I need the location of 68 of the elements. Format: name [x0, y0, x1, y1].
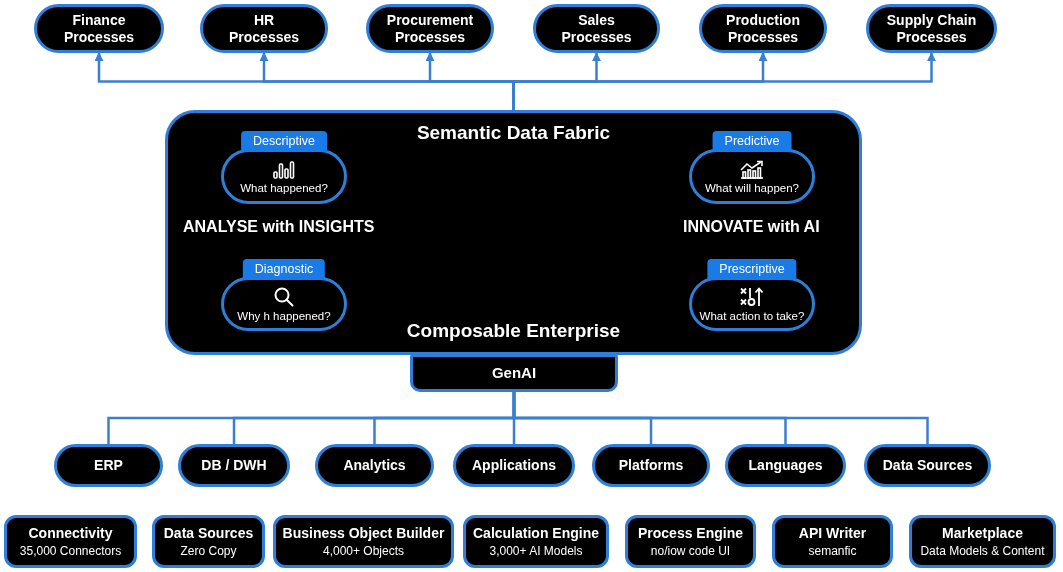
capability-card	[463, 515, 609, 568]
capability-subtitle: 3,000+ AI Models	[489, 543, 583, 559]
process-pill	[366, 4, 494, 53]
capability-card	[4, 515, 137, 568]
process-label: Supply Chain Processes	[885, 11, 978, 46]
card-question: What happened?	[240, 180, 328, 195]
fabric-panel	[165, 110, 862, 355]
process-label: Procurement Processes	[385, 11, 475, 46]
fabric-subtitle: Composable Enterprise	[406, 319, 621, 343]
process-pill	[34, 4, 164, 53]
category-pill	[864, 444, 991, 487]
card-question: What will happen?	[705, 181, 799, 195]
category-label: DB / DWH	[201, 457, 267, 474]
process-pill	[866, 4, 997, 53]
capability-subtitle: no/iow code UI	[650, 543, 731, 559]
section-heading: INNOVATE with AI	[683, 217, 820, 237]
category-tag: Descriptive	[241, 131, 327, 152]
capability-card	[625, 515, 756, 568]
category-pill	[592, 444, 710, 487]
process-pill	[699, 4, 827, 53]
service-panel	[410, 354, 618, 392]
section-heading: ANALYSE with INSIGHTS	[183, 217, 375, 237]
category-label: Analytics	[343, 457, 406, 474]
capability-subtitle: Data Models & Content	[920, 543, 1045, 559]
process-label: HR Processes	[227, 11, 301, 46]
capability-title: Business Object Builder	[282, 524, 445, 542]
process-pill	[200, 4, 328, 53]
category-pill	[725, 444, 846, 487]
category-label: Platforms	[618, 457, 684, 474]
capability-card	[152, 515, 265, 568]
capability-card	[772, 515, 893, 568]
capability-subtitle: Zero Copy	[180, 543, 237, 559]
capability-title: Data Sources	[163, 524, 254, 542]
category-pill	[54, 444, 163, 487]
capability-card	[909, 515, 1056, 568]
category-tag: Predictive	[712, 131, 792, 152]
service-label: GenAI	[491, 364, 537, 382]
category-tag: Diagnostic	[242, 259, 326, 280]
analytics-card	[689, 259, 815, 331]
category-pill	[453, 444, 575, 487]
process-label: Sales Processes	[560, 11, 633, 46]
card-question: What action to take?	[699, 309, 805, 323]
connector-line	[512, 392, 929, 444]
capability-subtitle: semanfic	[808, 543, 857, 559]
capability-title: Calculation Engine	[473, 524, 599, 542]
analytics-card	[689, 131, 815, 204]
category-label: Languages	[748, 457, 823, 474]
process-label: Production Processes	[725, 11, 801, 46]
category-pill	[315, 444, 434, 487]
fabric-title: Semantic Data Fabric	[416, 121, 611, 145]
connector-arrow	[512, 52, 936, 110]
capability-title: API Writer	[798, 524, 867, 542]
analytics-card	[221, 131, 347, 204]
category-label: Data Sources	[882, 457, 973, 474]
analytics-card	[221, 259, 347, 331]
category-label: Applications	[472, 457, 556, 474]
capability-title: Marketplace	[942, 524, 1023, 542]
capability-title: Process Engine	[637, 524, 743, 542]
capability-card	[273, 515, 454, 568]
process-pill	[533, 4, 660, 53]
process-label: Finance Processes	[62, 11, 136, 46]
category-tag: Prescriptive	[707, 259, 797, 280]
capability-title: Connectivity	[28, 524, 113, 542]
capability-subtitle: 35,000 Connectors	[19, 543, 122, 559]
category-label: ERP	[94, 457, 123, 474]
capability-subtitle: 4,000+ Objects	[322, 543, 405, 559]
category-pill	[178, 444, 290, 487]
card-question: Why h happened?	[237, 309, 331, 323]
